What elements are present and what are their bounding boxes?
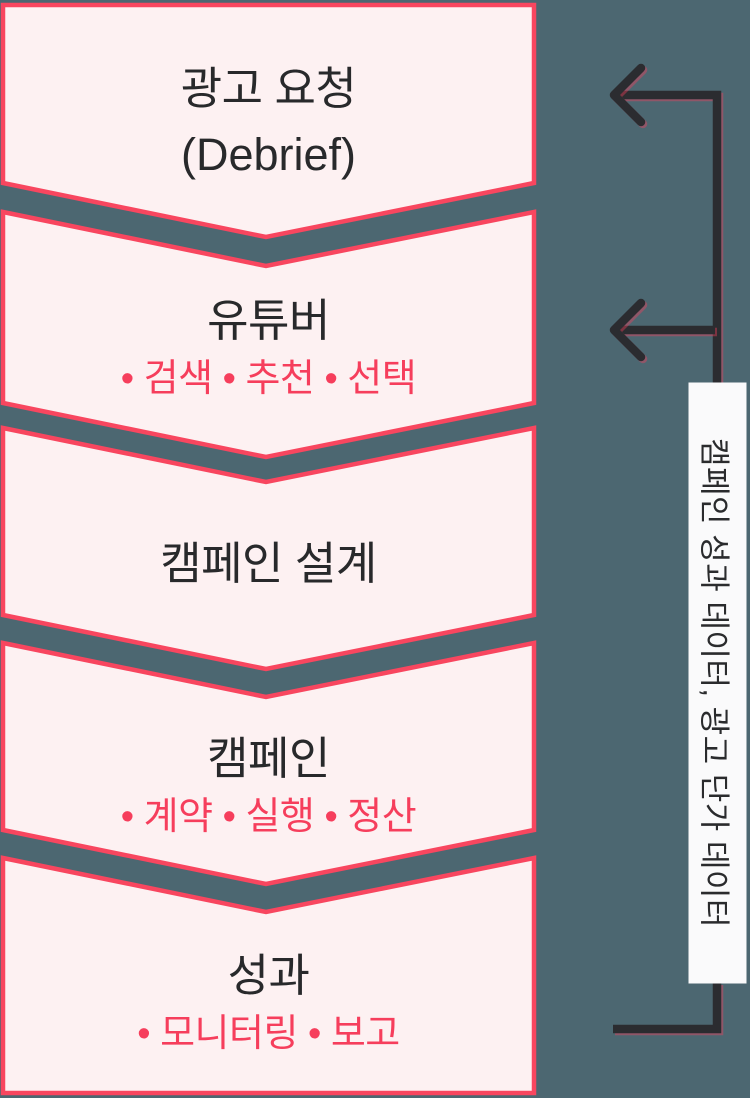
step-3-title: 캠페인 설계 bbox=[160, 538, 377, 589]
step-2-substeps: • 검색 • 추천 • 선택 bbox=[120, 358, 417, 400]
step-1-text: 광고 요청 (Debrief) bbox=[3, 56, 534, 188]
step-4-text: 캠페인 • 계약 • 실행 • 정산 bbox=[3, 726, 534, 842]
feedback-connector bbox=[609, 63, 722, 1034]
step-1-title: 광고 요청 bbox=[180, 63, 357, 114]
feedback-line-top bbox=[614, 90, 722, 383]
step-2-shape bbox=[0, 209, 537, 460]
step-5-title: 성과 bbox=[227, 950, 310, 1001]
step-3-text: 캠페인 설계 bbox=[3, 531, 534, 597]
arrow-left-icon bbox=[609, 298, 646, 362]
step-4-shape bbox=[0, 640, 537, 887]
step-2-title: 유튜버 bbox=[207, 295, 330, 346]
step-5-shape bbox=[0, 855, 537, 1096]
step-4-substeps: • 계약 • 실행 • 정산 bbox=[120, 796, 417, 838]
step-3-shape bbox=[0, 425, 537, 672]
step-4-title: 캠페인 bbox=[207, 733, 330, 784]
step-5-text: 성과 • 모니터링 • 보고 bbox=[3, 943, 534, 1059]
arrow-left-icon bbox=[609, 63, 646, 127]
step-2-text: 유튜버 • 검색 • 추천 • 선택 bbox=[3, 288, 534, 404]
feedback-label: 캠페인 성과 데이터, 광고 단가 데이터 bbox=[688, 382, 747, 984]
step-1-shape bbox=[0, 2, 537, 240]
step-1-subtitle: (Debrief) bbox=[180, 129, 357, 180]
feedback-return-line bbox=[613, 983, 722, 1034]
step-5-substeps: • 모니터링 • 보고 bbox=[137, 1013, 400, 1055]
